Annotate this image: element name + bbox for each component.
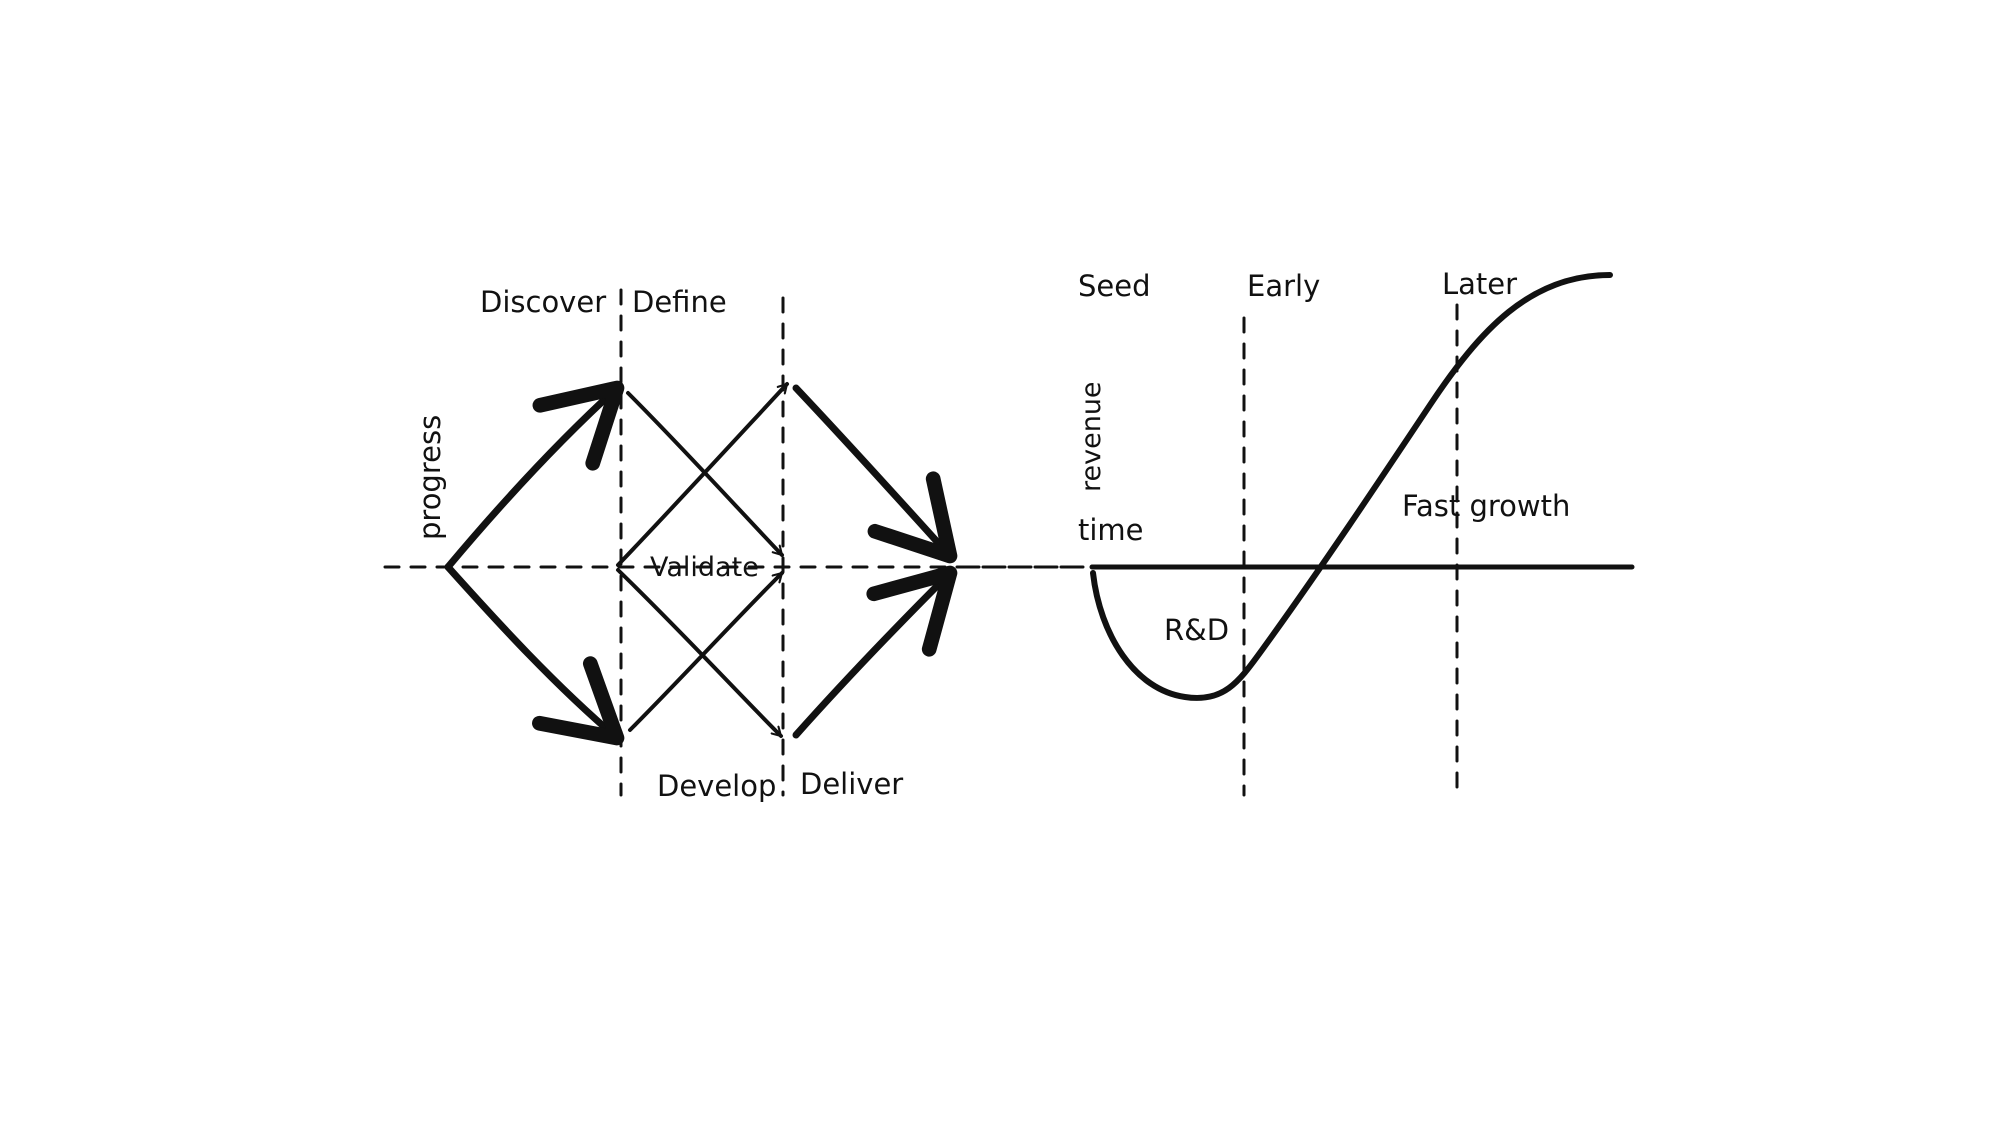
label-seed: Seed (1078, 269, 1151, 303)
growth-curve-diagram: Seed Early Later time R&D Fast growth re… (963, 267, 1635, 797)
label-validate: Validate (650, 552, 759, 583)
double-diamond-diagram: Discover Define Validate Develop Deliver… (383, 285, 1087, 803)
label-deliver: Deliver (800, 767, 903, 801)
label-develop: Develop (657, 769, 776, 803)
arrow-validate-down (616, 568, 783, 738)
arrow-develop-converge (628, 571, 784, 732)
label-fast-growth: Fast growth (1402, 489, 1570, 523)
arrow-deliver-up (792, 565, 958, 739)
label-time: time (1078, 513, 1144, 547)
label-discover: Discover (480, 285, 606, 319)
label-progress: progress (413, 415, 447, 540)
arrow-discover-up (444, 380, 625, 571)
label-early: Early (1247, 269, 1320, 303)
label-define: Define (632, 285, 727, 319)
label-later: Later (1442, 267, 1517, 301)
arrow-validate-up (616, 382, 789, 567)
label-rnd: R&D (1164, 613, 1229, 647)
arrow-deliver-down (792, 384, 958, 564)
arrow-discover-down (444, 563, 625, 746)
revenue-curve (1090, 272, 1613, 701)
label-revenue: revenue (1076, 381, 1107, 492)
